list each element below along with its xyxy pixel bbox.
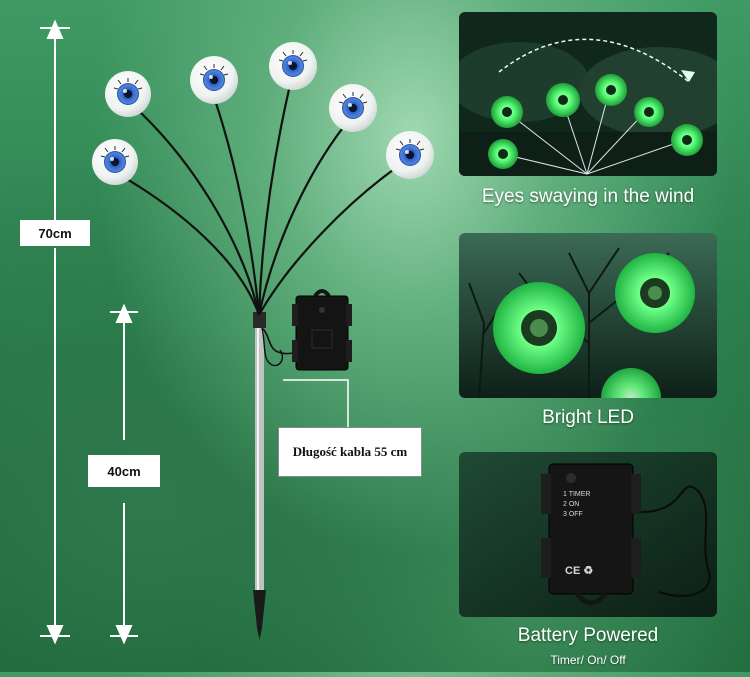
glowing-eye [671,124,703,156]
glowing-eye [634,97,664,127]
glowing-eye [595,74,627,106]
battery-box-photo [459,452,717,617]
cable-callout-line [283,379,349,427]
stake-height-dimension-line [110,303,138,645]
bright-led-photo [459,233,717,398]
glowing-eye-large [493,282,585,374]
eyeball-stake-light-drawing [40,19,434,645]
total-height-label: 70cm [20,220,90,246]
feature-subcaption-modes: Timer/ On/ Off [550,653,626,667]
eyeball-4 [269,42,317,90]
battery-switch-labels: 1 TIMER 2 ON 3 OFF [563,490,591,520]
glowing-eye-large [615,253,695,333]
switch-label-timer: 1 TIMER [563,491,591,498]
total-height-dimension-line [40,19,70,645]
cable-length-label: Długość kabla 55 cm [278,427,422,477]
product-illustration: 70cm 40cm Długość kabla 55 cm [20,19,434,645]
flexible-wires [119,84,401,316]
swaying-photo-panel [459,12,717,176]
glowing-eye [488,139,518,169]
eyeball-1 [92,139,138,185]
feature-caption-battery: Battery Powered [517,625,659,646]
eyeball-6 [386,131,434,179]
eyeball-5 [329,84,377,132]
feature-caption-swaying: Eyes swaying in the wind [481,186,695,207]
ground-stake [253,312,266,640]
feature-caption-bright-led: Bright LED [542,407,634,428]
eyeball-3 [190,56,238,104]
battery-photo-panel: 1 TIMER 2 ON 3 OFF CE ♻ [459,452,717,617]
glowing-eye [491,96,523,128]
switch-label-on: 2 ON [563,501,580,508]
bright-led-photo-panel [459,233,717,398]
battery-certification-marks: CE ♻ [565,565,594,577]
swaying-eyes-photo [459,12,717,176]
glowing-eye [546,83,580,117]
battery-box-small [292,289,352,371]
eyeball-2 [105,71,151,117]
stake-height-label: 40cm [88,455,160,487]
switch-label-off: 3 OFF [563,511,583,518]
